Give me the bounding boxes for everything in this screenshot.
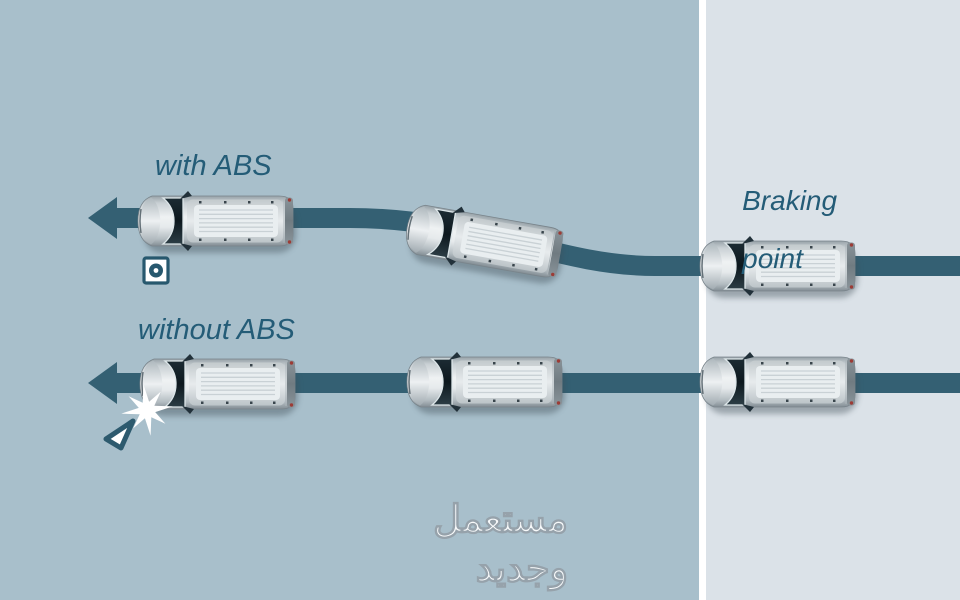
van-braking-point-bottom — [700, 352, 858, 414]
skid-cone-icon — [103, 418, 136, 451]
watermark-line2: وجديد — [475, 547, 568, 590]
collision-star-icon — [121, 384, 173, 436]
braking-point-line2: point — [742, 243, 803, 274]
abs-path-arrowhead — [88, 197, 117, 239]
braking-point-label: Braking point — [711, 157, 837, 302]
no-abs-path-arrowhead — [88, 362, 117, 404]
van-without-abs-skidding — [407, 352, 565, 414]
without-abs-label: without ABS — [138, 314, 295, 346]
wheel-sensor-icon — [142, 256, 170, 285]
braking-point-line1: Braking — [742, 185, 838, 216]
braking-point-divider-line — [699, 0, 706, 600]
watermark-text: مستعمل وجديد — [433, 496, 568, 594]
van-with-abs-stopped — [138, 191, 296, 253]
van-with-abs-steering — [402, 198, 568, 286]
watermark-line1: مستعمل — [433, 498, 568, 541]
with-abs-label: with ABS — [155, 150, 272, 182]
braking-zone-panel — [706, 0, 960, 600]
